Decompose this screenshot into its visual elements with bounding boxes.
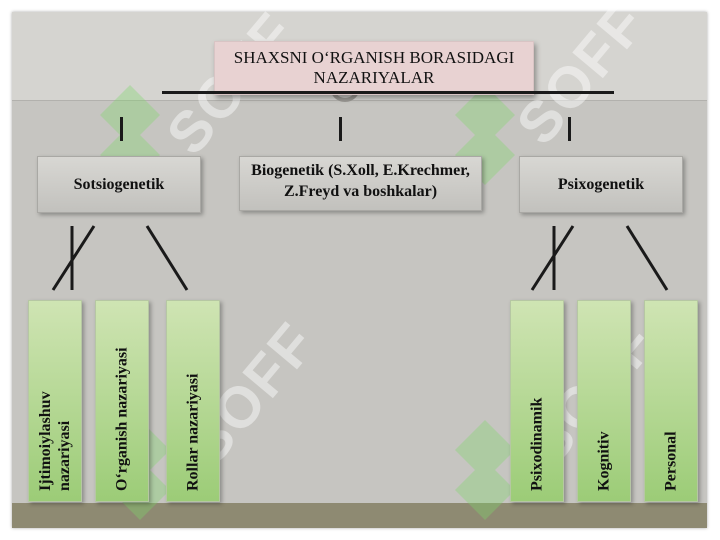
- leaf-label-line: Ijtimoiylashuv: [37, 391, 54, 491]
- leaf-label: Psixodinamik: [528, 398, 547, 491]
- connector-line: [51, 225, 96, 291]
- category-label: Psixogenetik: [557, 176, 645, 193]
- tick-left: [120, 117, 123, 141]
- leaf-label-line: Personal: [662, 431, 680, 491]
- leaf-label-line: Psixodinamik: [528, 397, 546, 491]
- leaf-ijtimoiylashuv: Ijtimoiylashuv nazariyasi: [28, 300, 82, 502]
- leaf-label: O‘rganish nazariyasi: [113, 347, 132, 491]
- connector-line: [625, 225, 669, 291]
- category-label: Sotsiogenetik: [73, 176, 165, 193]
- band-divider: [12, 100, 707, 101]
- tick-center: [339, 117, 342, 141]
- category-sotsiogenetik: Sotsiogenetik: [37, 156, 201, 213]
- tick-right: [568, 117, 571, 141]
- leaf-label-line: Kognitiv: [595, 431, 613, 491]
- category-label: Biogenetik (S.Xoll, E.Krechmer, Z.Freyd …: [251, 162, 470, 200]
- diagram-title: SHAXSNI O‘RGANISH BORASIDAGI NAZARIYALAR: [214, 41, 534, 95]
- leaf-label: Rollar nazariyasi: [184, 374, 203, 491]
- category-psixogenetik: Psixogenetik: [519, 156, 683, 213]
- bottom-strip: [12, 503, 707, 528]
- leaf-label: Personal: [662, 431, 681, 491]
- category-biogenetik: Biogenetik (S.Xoll, E.Krechmer, Z.Freyd …: [239, 156, 482, 211]
- leaf-organish: O‘rganish nazariyasi: [95, 300, 149, 502]
- leaf-label-line: Rollar nazariyasi: [184, 373, 202, 491]
- leaf-kognitiv: Kognitiv: [577, 300, 631, 502]
- leaf-rollar: Rollar nazariyasi: [166, 300, 220, 502]
- leaf-label-line: nazariyasi: [56, 420, 73, 491]
- leaf-personal: Personal: [644, 300, 698, 502]
- title-underline: [162, 91, 614, 94]
- connector-line: [145, 225, 189, 291]
- leaf-psixodinamik: Psixodinamik: [510, 300, 564, 502]
- connector-line: [530, 225, 575, 291]
- leaf-label: Kognitiv: [595, 431, 614, 491]
- leaf-label-line: O‘rganish nazariyasi: [113, 347, 131, 491]
- leaf-label: Ijtimoiylashuv nazariyasi: [36, 391, 74, 491]
